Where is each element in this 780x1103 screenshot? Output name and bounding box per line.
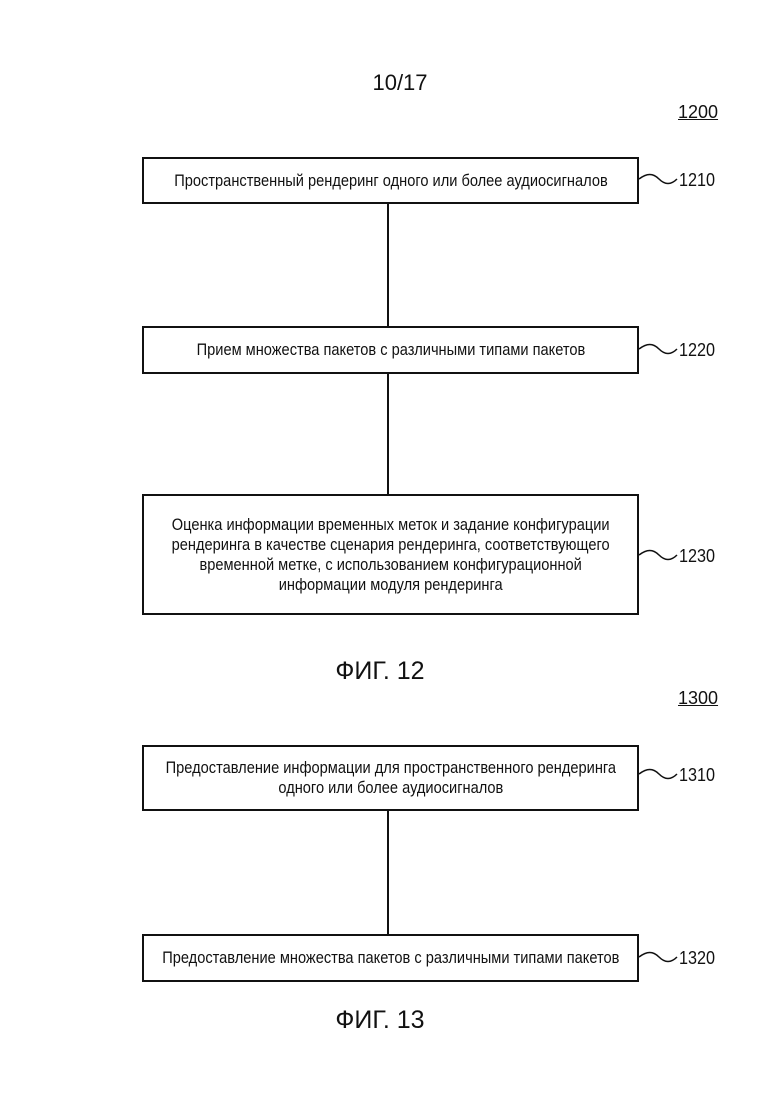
step-1220-box: Прием множества пакетов с различными тип…: [142, 326, 639, 374]
page-number: 10/17: [0, 70, 780, 96]
connector-line: [387, 809, 389, 934]
step-1310-line: Предоставление информации для пространст…: [165, 758, 615, 778]
ref-1310: 1310: [679, 765, 715, 786]
leader-1320-icon: [637, 951, 679, 965]
ref-1220: 1220: [679, 340, 715, 361]
step-1320-box: Предоставление множества пакетов с разли…: [142, 934, 639, 982]
step-1230-line: рендеринга в качестве сценария рендеринг…: [171, 535, 609, 555]
step-1310-box: Предоставление информации для пространст…: [142, 745, 639, 811]
step-1220-text: Прием множества пакетов с различными тип…: [196, 340, 585, 360]
ref-1320: 1320: [679, 948, 715, 969]
leader-1310-icon: [637, 768, 679, 782]
step-1320-text: Предоставление множества пакетов с разли…: [162, 948, 619, 968]
figure12-ref: 1200: [678, 102, 718, 123]
step-1210-box: Пространственный рендеринг одного или бо…: [142, 157, 639, 204]
leader-1210-icon: [637, 173, 679, 187]
ref-1210: 1210: [679, 170, 715, 191]
figure13-ref: 1300: [678, 688, 718, 709]
leader-1220-icon: [637, 343, 679, 357]
step-1230-line: временной метке, с использованием конфиг…: [171, 555, 609, 575]
connector-line: [387, 202, 389, 326]
step-1210-text: Пространственный рендеринг одного или бо…: [174, 171, 607, 191]
step-1230-line: информации модуля рендеринга: [171, 575, 609, 595]
step-1230-box: Оценка информации временных меток и зада…: [142, 494, 639, 615]
leader-1230-icon: [637, 549, 679, 563]
connector-line: [387, 372, 389, 494]
step-1230-line: Оценка информации временных меток и зада…: [171, 515, 609, 535]
ref-1230: 1230: [679, 546, 715, 567]
figure13-title: ФИГ. 13: [0, 1006, 770, 1035]
step-1310-line: одного или более аудиосигналов: [165, 778, 615, 798]
figure12-title: ФИГ. 12: [0, 657, 770, 686]
